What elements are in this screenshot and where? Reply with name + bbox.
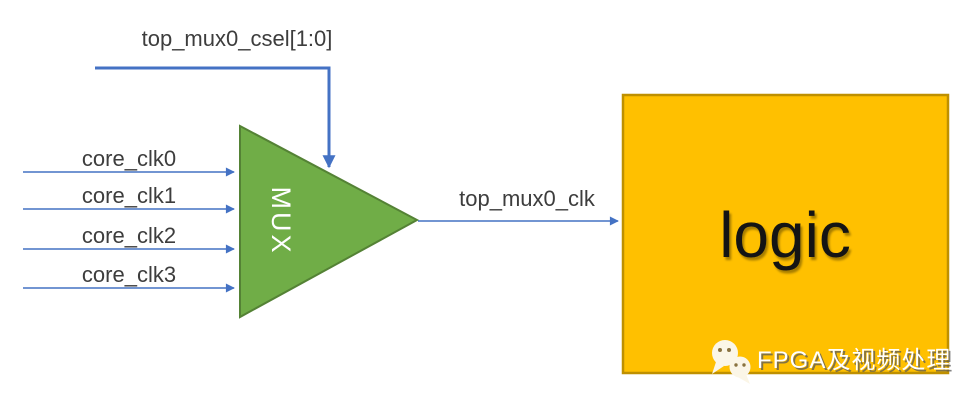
csel-wire [95,66,336,169]
logic-block [621,93,950,375]
wechat-icon [712,340,751,384]
mux-triangle [239,124,420,319]
output-label: top_mux0_clk [459,186,596,211]
mux-label: MUX [266,187,296,256]
input-label-core-clk1: core_clk1 [82,183,176,208]
logic-label: logic [719,199,851,271]
watermark-text: FPGA及视频处理 [757,347,951,374]
input-label-core-clk3: core_clk3 [82,262,176,287]
csel-label: top_mux0_csel[1:0] [142,26,333,51]
input-label-core-clk0: core_clk0 [82,146,176,171]
input-label-core-clk2: core_clk2 [82,223,176,248]
watermark-text-shadow: FPGA及视频处理 [759,349,953,376]
